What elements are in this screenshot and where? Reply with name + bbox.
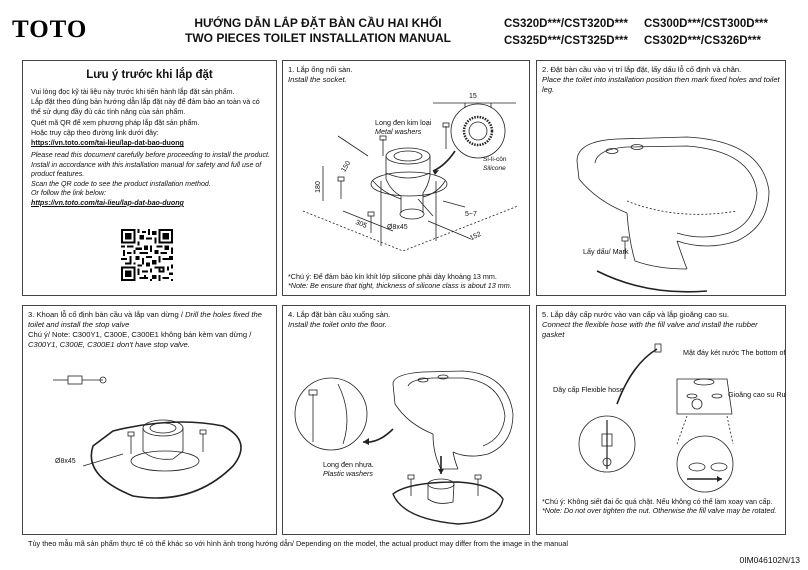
- notice-vi-line: Lắp đặt theo đúng bản hướng dẫn lắp đặt …: [31, 98, 260, 117]
- step-title-en: Drill the holes fixed the toilet and ins…: [28, 310, 262, 329]
- notice-en-line: Scan the QR code to see the product inst…: [31, 179, 211, 188]
- manual-title: HƯỚNG DẪN LẮP ĐẶT BÀN CẦU HAI KHỐI TWO P…: [168, 16, 468, 46]
- model-row-2: CS325D***/CST325D*** CS302D***/CS326D***: [504, 33, 804, 50]
- hose-gasket-diagram: [578, 343, 734, 493]
- step-title-vi: 4. Lắp đặt bàn cầu xuống sàn.: [288, 310, 391, 319]
- silicone-label: Si-li-côn Silicone: [483, 156, 507, 172]
- step-title-vi: 3. Khoan lỗ cố định bàn cầu và lắp van d…: [28, 310, 186, 319]
- metal-washer-label: Long đen kim loại Metal washers: [375, 118, 432, 136]
- notice-en-line: Install in accordance with this installa…: [31, 160, 262, 179]
- step-title-vi: 2. Đặt bàn cầu vào vị trí lắp đặt, lấy d…: [542, 65, 742, 74]
- step-4-panel: 4. Lắp đặt bàn cầu xuống sàn. Install th…: [282, 305, 530, 535]
- step-3-title: 3. Khoan lỗ cố định bàn cầu và lắp van d…: [28, 310, 272, 350]
- notice-vi-line: Hoặc truy cập theo đường link dưới đây:: [31, 128, 159, 137]
- rubber-gasket-label: Gioăng cao su Rubber gasket: [728, 390, 786, 399]
- footer-disclaimer: Tùy theo mẫu mã sản phẩm thực tế có thể …: [28, 539, 569, 548]
- step-title-vi: 5. Lắp dây cấp nước vào van cấp và lắp g…: [542, 310, 729, 319]
- document-code: 0IM046102N/13: [739, 555, 801, 565]
- step-2-title: 2. Đặt bàn cầu vào vị trí lắp đặt, lấy d…: [542, 65, 781, 95]
- step-3-panel: 3. Khoan lỗ cố định bàn cầu và lắp van d…: [22, 305, 277, 535]
- notice-en-line: Please read this document carefully befo…: [31, 151, 270, 159]
- step-5-panel: 5. Lắp dây cấp nước vào van cấp và lắp g…: [536, 305, 786, 535]
- step-title-en: Connect the flexible hose with the fill …: [542, 320, 758, 339]
- notice-vi: Vui lòng đọc kỹ tài liệu này trước khi t…: [31, 87, 271, 148]
- model-code: CS302D***/CS326D***: [644, 35, 761, 47]
- model-code: CS300D***/CST300D***: [644, 18, 769, 30]
- model-row-1: CS320D***/CST320D*** CS300D***/CST300D**…: [504, 16, 804, 33]
- step-title-en: Install the toilet onto the floor.: [288, 320, 387, 329]
- notice-en: Please read this document carefully befo…: [31, 151, 271, 209]
- toilet-install-diagram: [294, 370, 514, 525]
- step-4-title: 4. Lắp đặt bàn cầu xuống sàn. Install th…: [288, 310, 525, 330]
- step-1-title: 1. Lắp ống nối sàn. Install the socket.: [288, 65, 525, 85]
- model-code: CS320D***/CST320D***: [504, 18, 629, 30]
- tank-bottom-label: Mặt đáy két nước The bottom of the tank: [683, 348, 786, 357]
- brand-logo: TOTO: [12, 16, 88, 43]
- notice-title: Lưu ý trước khi lắp đặt: [86, 69, 213, 81]
- step-1-panel: 1. Lắp ống nối sàn. Install the socket.: [282, 60, 530, 296]
- pre-install-notice-panel: Lưu ý trước khi lắp đặt Vui lòng đọc kỹ …: [22, 60, 277, 296]
- notice-vi-line: Vui lòng đọc kỹ tài liệu này trước khi t…: [31, 88, 235, 96]
- step-5-note: *Chú ý: Không siết đai ốc quá chặt. Nếu …: [542, 497, 777, 516]
- step-title-en: Place the toilet into installation posit…: [542, 75, 780, 94]
- step-2-panel: 2. Đặt bàn cầu vào vị trí lắp đặt, lấy d…: [536, 60, 786, 296]
- socket-installation-diagram: [302, 102, 519, 252]
- notice-en-line: Or follow the link below:: [31, 189, 106, 198]
- flexible-hose-label: Dây cấp Flexible hose: [553, 385, 624, 394]
- step-title-vi: 1. Lắp ống nối sàn.: [288, 65, 353, 74]
- plastic-washer-label: Long đen nhựa. Plastic washers: [323, 460, 374, 478]
- dim-diameter: Ø8x45: [387, 224, 408, 231]
- dim-15: 15: [469, 93, 477, 100]
- notice-vi-line: Quét mã QR để xem phương pháp lắp đặt sả…: [31, 118, 200, 127]
- dim-5-7: 5~7: [465, 211, 477, 218]
- install-guide-link[interactable]: https://vn.toto.com/tai-lieu/lap-dat-bao…: [31, 139, 184, 148]
- step-1-note: *Chú ý: Để đảm bảo kín khít lớp silicone…: [288, 272, 512, 291]
- toilet-marking-diagram: [576, 136, 770, 293]
- step-5-title: 5. Lắp dây cấp nước vào van cấp và lắp g…: [542, 310, 781, 340]
- mark-label: Lấy dấu/ Mark: [583, 247, 629, 256]
- step-3-note-vi: Chú ý/ Note: C300Y1, C300E, C300E1 không…: [28, 330, 252, 339]
- install-guide-link-en[interactable]: https://vn.toto.com/tai-lieu/lap-dat-bao…: [31, 198, 184, 207]
- title-en: TWO PIECES TOILET INSTALLATION MANUAL: [185, 31, 451, 45]
- drill-holes-diagram: [53, 375, 242, 499]
- dim-180: 180: [314, 181, 322, 193]
- step-3-note-en: C300Y1, C300E, C300E1 don't have stop va…: [28, 340, 190, 349]
- model-code: CS325D***/CST325D***: [504, 35, 629, 47]
- model-list: CS320D***/CST320D*** CS300D***/CST300D**…: [504, 16, 804, 50]
- step-title-en: Install the socket.: [288, 75, 347, 84]
- header: TOTO HƯỚNG DẪN LẮP ĐẶT BÀN CẦU HAI KHỐI …: [0, 0, 808, 56]
- title-vi: HƯỚNG DẪN LẮP ĐẶT BÀN CẦU HAI KHỐI: [194, 16, 442, 30]
- qr-code-icon[interactable]: [121, 229, 173, 281]
- dim-diameter: Ø8x45: [55, 458, 76, 465]
